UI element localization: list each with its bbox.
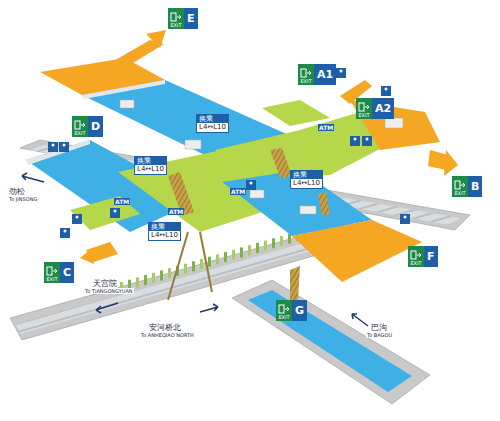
transfer-lines: L4↔L10	[149, 231, 180, 239]
atm-sign: ATM	[114, 198, 130, 205]
exit-sign: EXITD	[72, 116, 103, 137]
transfer-word: 换乘	[149, 223, 180, 231]
exit-icon	[74, 120, 86, 130]
transfer-sign: 换乘L4↔L10	[290, 170, 323, 189]
exit-icon-text: EXIT	[298, 64, 314, 85]
exit-sign: EXITA1	[298, 64, 336, 85]
exit-icon	[170, 12, 182, 22]
direction-english: To TIANGONGYUAN	[84, 288, 134, 294]
exit-icon	[278, 304, 290, 314]
direction-english: To ANHEQIAO NORTH	[140, 332, 195, 338]
exit-sign: EXITF	[408, 246, 438, 267]
exit-icon	[358, 102, 370, 112]
exit-letter: D	[88, 116, 103, 137]
transfer-word: 换乘	[291, 171, 322, 179]
transfer-lines: L4↔L10	[197, 123, 228, 131]
transfer-sign: 换乘L4↔L10	[196, 114, 229, 133]
transfer-word: 换乘	[197, 115, 228, 123]
exit-icon-text: EXIT	[452, 176, 468, 197]
exit-sign: EXITE	[168, 8, 198, 29]
exit-letter: G	[292, 300, 307, 321]
exit-icon	[300, 68, 312, 78]
transfer-sign: 换乘L4↔L10	[134, 156, 167, 175]
exit-icon	[46, 266, 58, 276]
transfer-lines: L4↔L10	[291, 179, 322, 187]
atm-sign: ATM	[168, 208, 184, 215]
exit-icon-text: EXIT	[72, 116, 88, 137]
transfer-word: 换乘	[135, 157, 166, 165]
exit-icon-text: EXIT	[276, 300, 292, 321]
exit-letter: E	[184, 8, 198, 29]
exit-icon	[410, 250, 422, 260]
exit-icon-text: EXIT	[168, 8, 184, 29]
exit-letter: A1	[314, 64, 336, 85]
exit-letter: B	[468, 176, 482, 197]
exit-icon	[454, 180, 466, 190]
exit-sign: EXITG	[276, 300, 307, 321]
exit-sign: EXITB	[452, 176, 482, 197]
direction-english: To JINSONG	[8, 196, 38, 202]
exit-sign: EXITC	[44, 262, 74, 283]
atm-sign: ATM	[318, 124, 334, 131]
transfer-sign: 换乘L4↔L10	[148, 222, 181, 241]
exit-sign: EXITA2	[356, 98, 394, 119]
exit-letter: F	[424, 246, 438, 267]
atm-sign: ATM	[230, 188, 246, 195]
transfer-lines: L4↔L10	[135, 165, 166, 173]
exit-icon-text: EXIT	[408, 246, 424, 267]
exit-icon-text: EXIT	[356, 98, 372, 119]
exit-icon-text: EXIT	[44, 262, 60, 283]
exit-letter: A2	[372, 98, 394, 119]
exit-letter: C	[60, 262, 74, 283]
direction-english: To BAGOU	[366, 332, 393, 338]
